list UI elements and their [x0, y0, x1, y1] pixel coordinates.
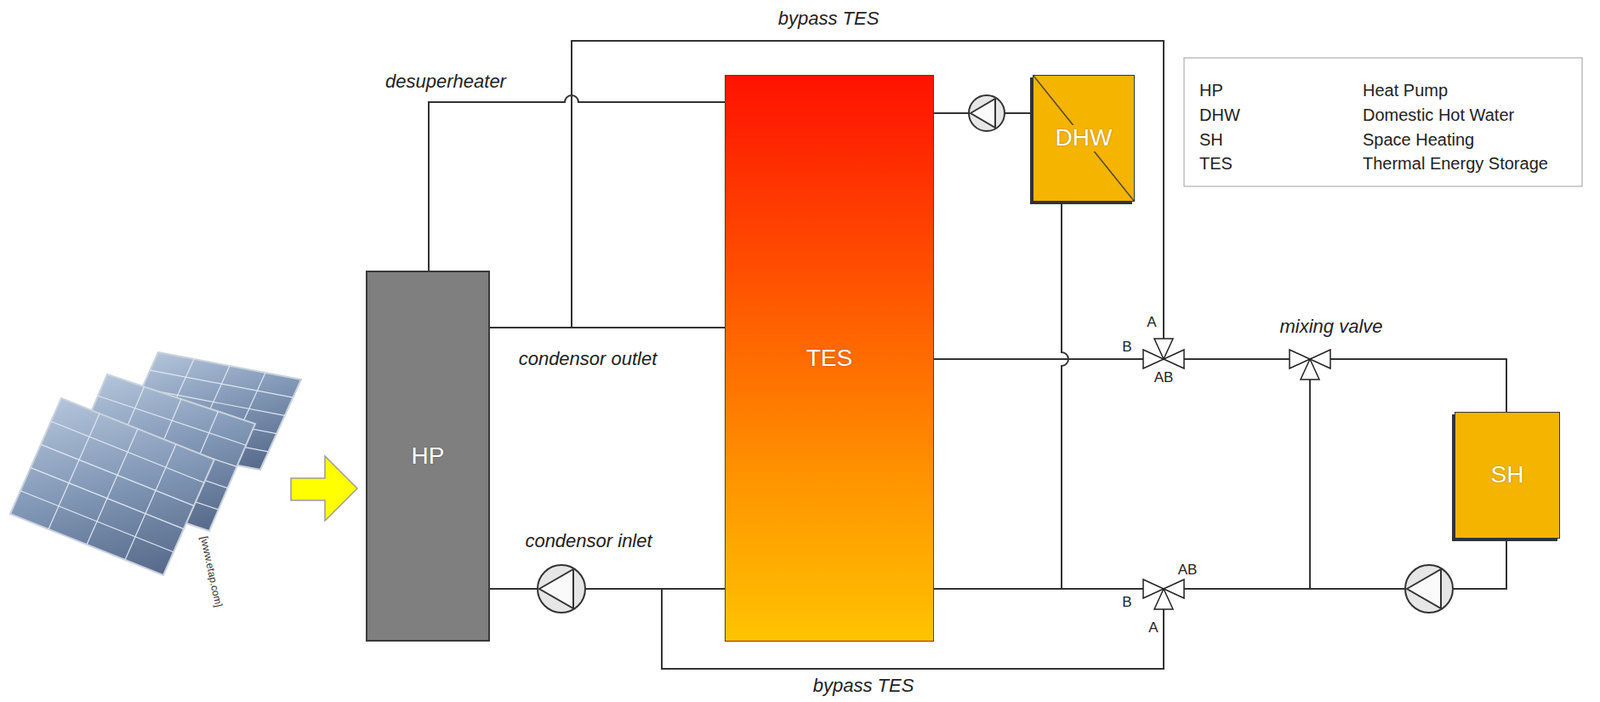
legend-key: SH — [1199, 130, 1224, 149]
pump-symbol — [1405, 564, 1453, 613]
edge-label: desuperheater — [385, 71, 507, 92]
three-way-valve — [1143, 338, 1185, 369]
pipe-connector — [428, 95, 725, 271]
edge-label: condensor outlet — [518, 348, 658, 370]
solar-panel — [10, 398, 215, 576]
edge-label: condensor inlet — [524, 530, 652, 552]
edge-label: bypass TES — [813, 675, 915, 696]
energy-arrow — [290, 455, 358, 521]
process-box: SH — [1454, 411, 1561, 539]
process-box: TES — [724, 74, 934, 642]
port-label: AB — [1178, 562, 1198, 579]
solar-panels — [10, 352, 302, 576]
process-box: DHW — [1032, 74, 1135, 202]
legend-text: Heat Pump — [1362, 80, 1448, 100]
pipe-connector — [489, 40, 1507, 412]
legend-key: DHW — [1199, 105, 1241, 125]
legend-key: TES — [1199, 153, 1233, 173]
box-label: TES — [806, 345, 853, 372]
pipe — [1309, 374, 1311, 589]
box-label: DHW — [1052, 125, 1117, 152]
box-label: SH — [1491, 461, 1525, 489]
legend-text: Thermal Energy Storage — [1362, 153, 1549, 173]
pipe-connector — [933, 358, 1507, 412]
port-label: B — [1121, 339, 1132, 356]
edge-label: bypass TES — [778, 8, 880, 29]
port-label: B — [1121, 594, 1132, 611]
box-label: HP — [411, 443, 445, 470]
pipe-connector — [933, 201, 1069, 589]
three-way-valve — [1143, 579, 1185, 610]
mixing-valve-symbol — [1289, 349, 1331, 380]
pump-symbol — [537, 564, 586, 613]
pump-symbol — [968, 95, 1005, 131]
valve-caption: mixing valve — [1279, 316, 1383, 337]
port-label: AB — [1154, 370, 1174, 387]
legend-text: Domestic Hot Water — [1362, 105, 1515, 125]
image-credit: [www.etap.com] — [198, 535, 225, 609]
process-box: HP — [365, 270, 490, 642]
pipe-connector — [489, 538, 1507, 669]
legend-box — [1184, 57, 1583, 187]
port-label: A — [1146, 314, 1156, 331]
port-label: A — [1148, 620, 1158, 637]
legend-text: Space Heating — [1362, 130, 1475, 149]
legend-key: HP — [1199, 80, 1224, 100]
